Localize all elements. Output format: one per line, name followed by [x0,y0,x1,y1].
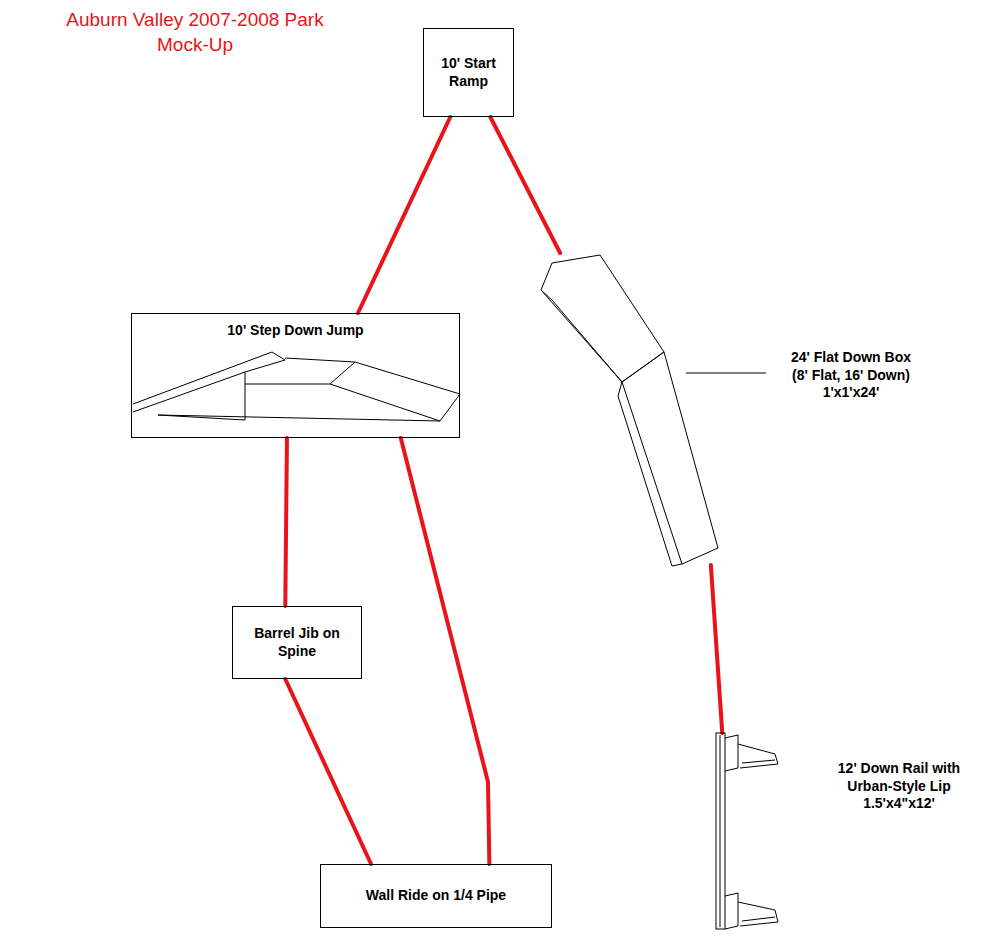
node-label: Wall Ride on 1/4 Pipe [366,887,506,905]
route-line [358,117,450,313]
node-label: 10' Start Ramp [430,55,507,90]
route-line [285,679,371,864]
route-line [285,438,287,606]
node-label: 10' Step Down Jump [227,322,363,340]
jump-box: 10' Step Down Jump [131,313,460,438]
flat-down-box: 24' Flat Down Box(8' Flat, 16' Down)1'x1… [538,253,940,565]
node-label: 12' Down Rail with Urban-Style Lip [814,760,984,795]
node-label: 1.5'x4"x12' [814,795,984,813]
node-label: 24' Flat Down Box [756,349,946,367]
rail-drawing [716,733,778,929]
node-label: (8' Flat, 16' Down) [756,367,946,385]
node-label: 1'x1'x24' [756,384,946,402]
node-label: Barrel Jib on Spine [239,625,355,660]
wall-ride-box: Wall Ride on 1/4 Pipe [320,864,552,928]
page-title: Auburn Valley 2007-2008 Park Mock-Up [55,8,335,57]
leader-line [686,373,766,374]
route-line [490,117,560,253]
route-line [401,438,490,864]
down-rail: 12' Down Rail with Urban-Style Lip1.5'x4… [714,733,990,932]
route-line [711,565,722,733]
start-ramp-box: 10' Start Ramp [423,28,514,117]
barrel-jib-box: Barrel Jib on Spine [232,606,362,679]
box-drawing [541,255,766,566]
jump-drawing [133,352,460,421]
